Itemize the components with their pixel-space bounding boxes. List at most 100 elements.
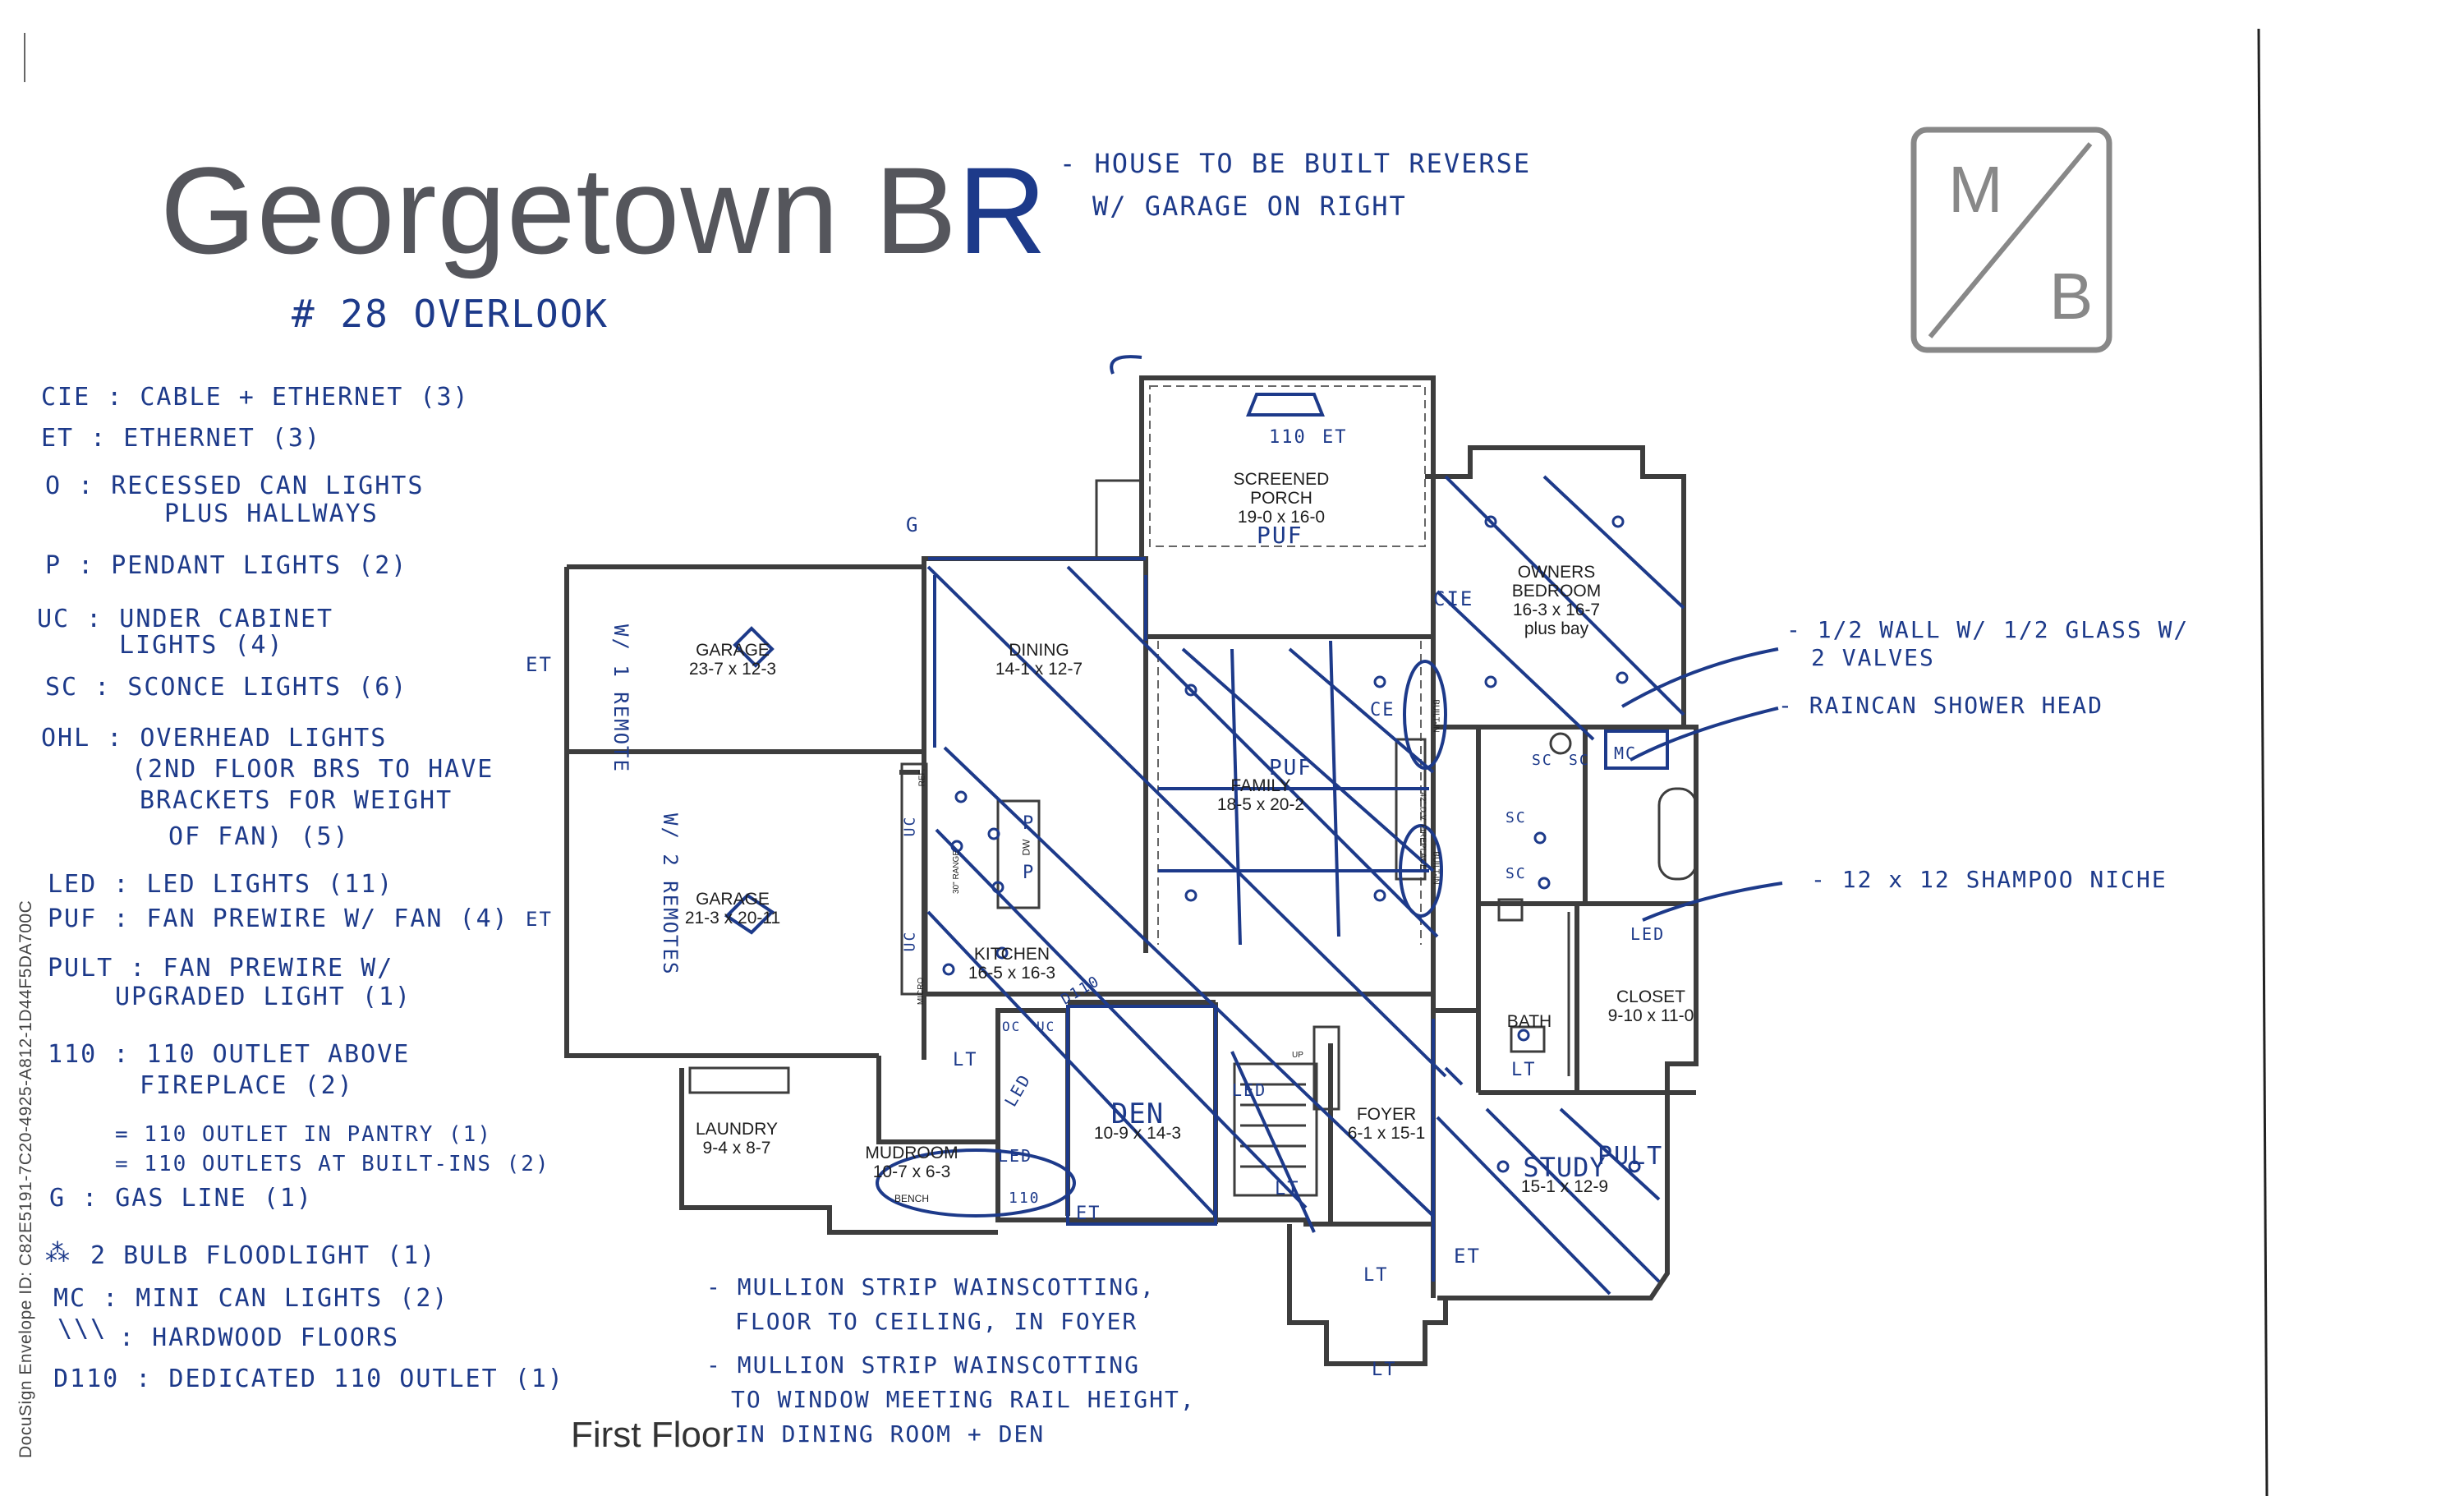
- legend-item: PULT : FAN PREWIRE W/: [48, 954, 394, 983]
- porch-110-label: 110: [1269, 427, 1307, 448]
- led-label: LED: [998, 1146, 1033, 1166]
- fireplace-label: 42" D.V. FIREPLACE: [1418, 792, 1427, 870]
- hardwood-icon: \\\: [57, 1314, 108, 1343]
- handwritten-markup: [724, 355, 1783, 1296]
- lt-label: LT: [1275, 1179, 1300, 1199]
- floor-label: First Floor: [571, 1415, 733, 1455]
- title-handwritten-r: R: [957, 141, 1048, 279]
- legend-item: BRACKETS FOR WEIGHT: [140, 786, 453, 815]
- legend-item: UC : UNDER CABINET: [37, 605, 334, 633]
- uc-label: UC: [901, 815, 919, 837]
- legend-item: UPGRADED LIGHT (1): [115, 983, 412, 1011]
- legend-item: 110 : 110 OUTLET ABOVE: [48, 1040, 411, 1069]
- lot-label: # 28 OVERLOOK: [292, 292, 609, 336]
- range-label: 30" RANGE: [952, 849, 962, 895]
- raincan-note: - RAINCAN SHOWER HEAD: [1778, 692, 2104, 719]
- pult-label: PULT: [1597, 1142, 1664, 1171]
- page-edge-line: [2257, 28, 2269, 1496]
- mudroom-bench: BENCH: [894, 1193, 930, 1204]
- legend-item: G : GAS LINE (1): [49, 1184, 313, 1213]
- lt-label: LT: [953, 1050, 978, 1070]
- mullion-note-2c: IN DINING ROOM + DEN: [735, 1420, 1046, 1448]
- legend-item: FIREPLACE (2): [140, 1071, 354, 1100]
- micro-label: MICRO: [917, 977, 926, 1006]
- logo-letter-b: B: [2049, 260, 2094, 333]
- legend-item: OF FAN) (5): [168, 822, 350, 851]
- docusign-envelope-id: DocuSign Envelope ID: C82E5191-7C20-4925…: [16, 900, 35, 1458]
- closet-led-label: LED: [1630, 924, 1666, 944]
- legend-item: OHL : OVERHEAD LIGHTS: [41, 724, 388, 753]
- garage-et-label: ET: [526, 908, 553, 931]
- legend-item: PUF : FAN PREWIRE W/ FAN (4): [48, 905, 509, 933]
- porch-et-label: ET: [1322, 427, 1348, 448]
- half-wall-note: - 1/2 WALL W/ 1/2 GLASS W/: [1786, 616, 2190, 643]
- legend-item: ET : ETHERNET (3): [41, 424, 322, 453]
- cie-label: CIE: [1433, 587, 1474, 610]
- room-bath: BATH: [1506, 1012, 1552, 1031]
- pendant-label: P: [1023, 863, 1036, 883]
- gas-line-label: G: [906, 513, 920, 536]
- mullion-note-2b: TO WINDOW MEETING RAIL HEIGHT,: [731, 1386, 1196, 1413]
- legend-item: MC : MINI CAN LIGHTS (2): [53, 1284, 449, 1313]
- mini-can-label: MC: [1614, 743, 1638, 763]
- flood-icon: ⁂: [45, 1239, 71, 1268]
- sconce-label: SC: [1532, 752, 1553, 769]
- legend-item: : HARDWOOD FLOORS: [119, 1323, 400, 1352]
- page-title: Georgetown BR: [160, 141, 1048, 279]
- reverse-note-line2: W/ GARAGE ON RIGHT: [1092, 191, 1407, 222]
- porch-fan-label: PUF: [1257, 522, 1303, 549]
- led-label: LED: [1232, 1080, 1267, 1100]
- recessed-lights: [942, 515, 1641, 1173]
- sconce-label: SC: [1506, 809, 1527, 826]
- legend-item: = 110 OUTLETS AT BUILT-INS (2): [115, 1152, 550, 1176]
- garage-remote-label: W/ 2 REMOTES: [659, 813, 682, 976]
- mullion-note-2: - MULLION STRIP WAINSCOTTING: [706, 1351, 1141, 1379]
- legend-item: 2 BULB FLOODLIGHT (1): [90, 1241, 437, 1270]
- mullion-note-1: - MULLION STRIP WAINSCOTTING,: [706, 1273, 1156, 1300]
- ref-label: REF.: [917, 768, 927, 787]
- mullion-note-1b: FLOOR TO CEILING, IN FOYER: [735, 1308, 1138, 1335]
- legend-item: D110 : DEDICATED 110 OUTLET (1): [53, 1365, 564, 1393]
- sconce-label: SC: [1569, 752, 1590, 769]
- legend-item: PLUS HALLWAYS: [164, 499, 379, 528]
- lt-label: LT: [1372, 1360, 1397, 1380]
- garage-remote-label: W/ 1 REMOTE: [609, 624, 632, 773]
- legend-item: SC : SCONCE LIGHTS (6): [45, 673, 408, 702]
- family-fan-label: PUF: [1269, 756, 1312, 780]
- built-in-label: BUILT-IN: [1431, 699, 1441, 733]
- logo-letter-m: M: [1948, 153, 2003, 226]
- garage-et-label: ET: [526, 653, 553, 676]
- dishwasher-label: DW: [1020, 839, 1032, 856]
- ce-label: CE: [1370, 700, 1395, 720]
- uc-label: UC: [901, 930, 919, 952]
- sconce-label: SC: [1506, 865, 1527, 882]
- reverse-note-line1: - HOUSE TO BE BUILT REVERSE: [1060, 148, 1532, 179]
- stairs-up-label: UP: [1292, 1051, 1303, 1060]
- uc-label: UC: [1037, 1019, 1056, 1034]
- legend-item: P : PENDANT LIGHTS (2): [45, 551, 408, 580]
- legend-item: (2ND FLOOR BRS TO HAVE: [131, 755, 494, 784]
- mb-logo: [1910, 127, 2112, 353]
- lt-label: LT: [1511, 1060, 1537, 1080]
- lt-label: LT: [1363, 1265, 1389, 1286]
- legend-item: CIE : CABLE + ETHERNET (3): [41, 383, 470, 412]
- oc-label: OC: [1002, 1019, 1022, 1034]
- legend-item: = 110 OUTLET IN PANTRY (1): [115, 1122, 492, 1147]
- pendant-label: P: [1023, 813, 1036, 834]
- legend-item: O : RECESSED CAN LIGHTS: [45, 472, 425, 500]
- den-et-label: ET: [1076, 1204, 1101, 1224]
- study-et-label: ET: [1454, 1245, 1481, 1268]
- legend-item: LIGHTS (4): [119, 631, 284, 660]
